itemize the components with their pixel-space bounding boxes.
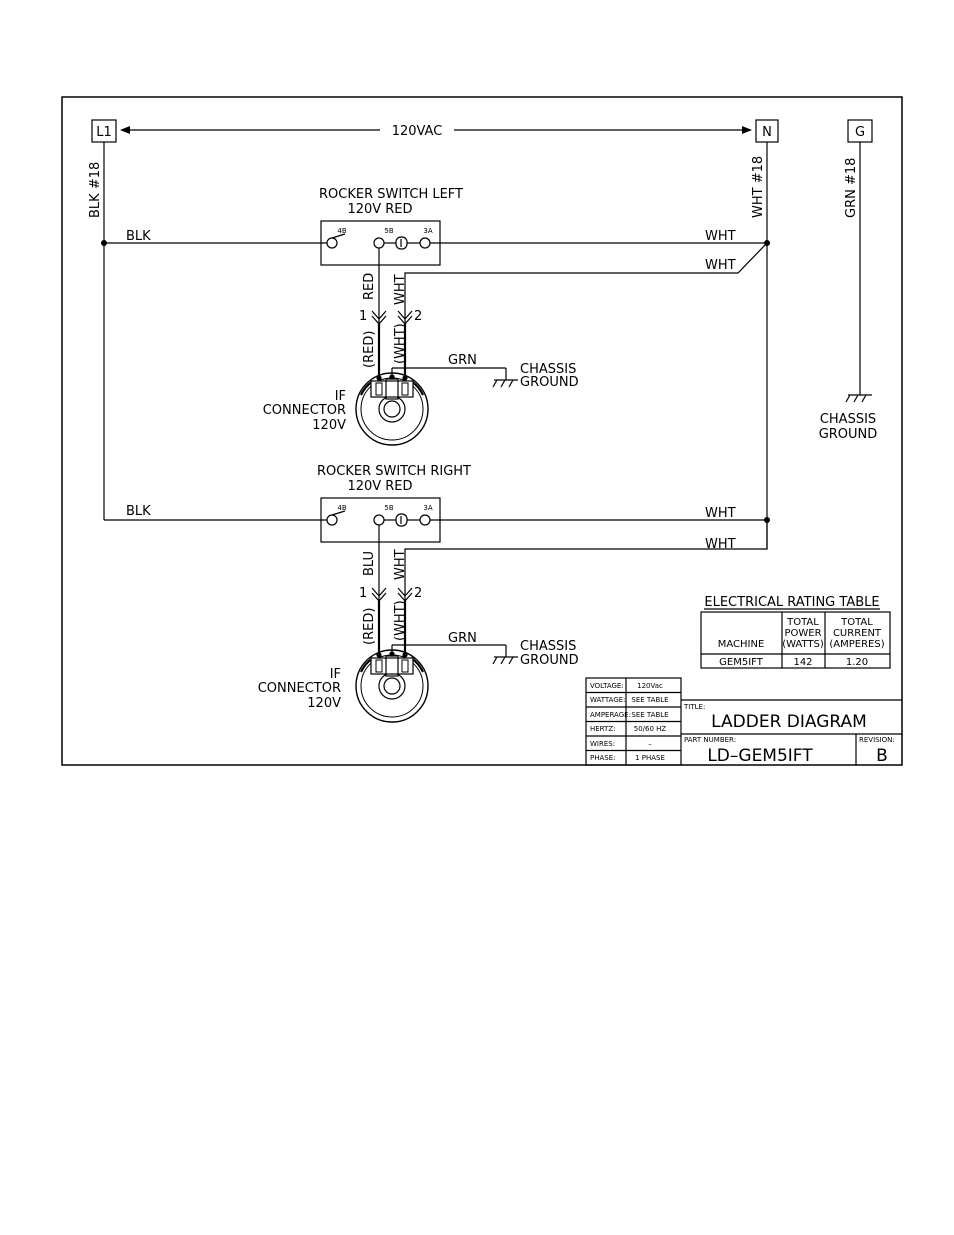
wire-label-wht-vertical: WHT	[393, 274, 408, 305]
switch-right-title: ROCKER SWITCH RIGHT	[317, 464, 471, 479]
g-ground-label-1: CHASSIS	[820, 412, 876, 427]
l1-wire-label: BLK #18	[88, 162, 103, 218]
spec-value-voltage: 120Vac	[637, 682, 663, 690]
chassis-ground-label-1: CHASSIS	[520, 639, 576, 654]
connector-label-2: CONNECTOR	[258, 681, 341, 696]
circuit-right: ROCKER SWITCH RIGHT 120V RED 4B 5B 3A BL…	[104, 464, 768, 723]
chassis-ground-label-1: CHASSIS	[520, 362, 576, 377]
title-block: TITLE: LADDER DIAGRAM PART NUMBER: LD–GE…	[681, 699, 902, 766]
pigtail-label-red: (RED)	[362, 608, 377, 645]
g-wire-label: GRN #18	[844, 158, 859, 218]
spec-label-wires: WIRES:	[590, 740, 615, 748]
wire-label-blk: BLK	[126, 229, 151, 244]
spec-value-phase: 1 PHASE	[635, 754, 665, 762]
rating-header-machine: MACHINE	[718, 639, 765, 650]
part-number: LD–GEM5IFT	[707, 746, 813, 766]
switch-left-subtitle: 120V RED	[347, 202, 412, 217]
rating-header-power-3: (WATTS)	[782, 639, 824, 650]
diagram-frame	[61, 96, 903, 766]
if-connector-icon	[355, 372, 429, 446]
terminal-n-label: N	[762, 125, 772, 140]
rating-table-title: ELECTRICAL RATING TABLE	[704, 595, 879, 610]
voltage-label: 120VAC	[392, 124, 443, 139]
pin-1-label: 1	[359, 309, 367, 324]
connector-label-3: 120V	[312, 418, 346, 433]
chassis-ground-icon	[492, 379, 518, 388]
rating-header-power-1: TOTAL	[786, 617, 819, 628]
spec-value-hertz: 50/60 HZ	[634, 725, 667, 733]
n-wire-label: WHT #18	[751, 156, 766, 218]
wire-label-blk: BLK	[126, 504, 151, 519]
pin-1-label: 1	[359, 586, 367, 601]
spec-label-wattage: WATTAGE:	[590, 696, 626, 704]
wire-label-red: RED	[362, 273, 377, 300]
connector-label-2: CONNECTOR	[263, 403, 346, 418]
rating-cell-current: 1.20	[846, 657, 868, 668]
drawing-title: LADDER DIAGRAM	[711, 712, 867, 732]
terminal-g: G	[847, 119, 873, 143]
wire-label-wht: WHT	[705, 506, 736, 521]
wire-label-wht: WHT	[705, 229, 736, 244]
part-number-label: PART NUMBER:	[684, 736, 736, 744]
term-3a: 3A	[423, 504, 432, 512]
spec-label-voltage: VOLTAGE:	[590, 682, 624, 690]
rating-header-current-3: (AMPERES)	[829, 639, 884, 650]
term-5b: 5B	[384, 227, 393, 235]
pin-2-label: 2	[414, 586, 422, 601]
terminal-l1: L1	[91, 119, 117, 143]
spec-label-amperage: AMPERAGE:	[590, 711, 631, 719]
connector-label-1: IF	[330, 667, 341, 682]
chassis-ground-icon	[492, 656, 518, 665]
title-label: TITLE:	[683, 703, 705, 711]
wire-label-wht: WHT	[705, 258, 736, 273]
pigtail-label-red: (RED)	[362, 331, 377, 368]
spec-value-amperage: SEE TABLE	[631, 711, 668, 719]
rating-header-current-1: TOTAL	[840, 617, 873, 628]
spec-value-wires: –	[648, 740, 652, 748]
connector-label-3: 120V	[307, 696, 341, 711]
terminal-g-label: G	[855, 125, 865, 140]
spec-value-wattage: SEE TABLE	[631, 696, 668, 704]
chassis-ground-label-2: GROUND	[520, 375, 579, 390]
revision: B	[876, 746, 888, 766]
spec-label-hertz: HERTZ:	[590, 725, 615, 733]
chassis-ground-icon	[845, 394, 872, 403]
revision-label: REVISION:	[859, 736, 895, 744]
rating-header-current-2: CURRENT	[833, 628, 882, 639]
rating-header-power-2: POWER	[784, 628, 821, 639]
switch-right-subtitle: 120V RED	[347, 479, 412, 494]
term-4b: 4B	[337, 227, 346, 235]
term-4b: 4B	[337, 504, 346, 512]
wire-label-grn: GRN	[448, 631, 477, 646]
wire-label-wht: WHT	[705, 537, 736, 552]
circuit-left: ROCKER SWITCH LEFT 120V RED 4B 5B 3A BLK…	[104, 187, 768, 446]
rating-cell-machine: GEM5IFT	[719, 657, 764, 668]
pin-2-label: 2	[414, 309, 422, 324]
wire-label-blu: BLU	[362, 551, 377, 576]
pigtail-label-wht: (WHT)	[393, 600, 408, 641]
wire-label-wht-vertical: WHT	[393, 549, 408, 580]
spec-table: VOLTAGE: 120Vac WATTAGE: SEE TABLE AMPER…	[585, 677, 682, 766]
voltage-arrow: 120VAC	[120, 124, 752, 139]
term-3a: 3A	[423, 227, 432, 235]
spec-label-phase: PHASE:	[590, 754, 616, 762]
terminal-n: N	[755, 119, 779, 143]
rating-cell-power: 142	[793, 657, 812, 668]
term-5b: 5B	[384, 504, 393, 512]
wire-label-grn: GRN	[448, 353, 477, 368]
switch-left-title: ROCKER SWITCH LEFT	[319, 187, 463, 202]
terminal-l1-label: L1	[96, 125, 112, 140]
if-connector-icon	[355, 649, 429, 723]
g-ground-label-2: GROUND	[819, 427, 878, 442]
electrical-rating-table: ELECTRICAL RATING TABLE MACHINE TOTAL PO…	[700, 595, 891, 669]
connector-label-1: IF	[335, 389, 346, 404]
chassis-ground-label-2: GROUND	[520, 653, 579, 668]
pigtail-label-wht: (WHT)	[393, 323, 408, 364]
